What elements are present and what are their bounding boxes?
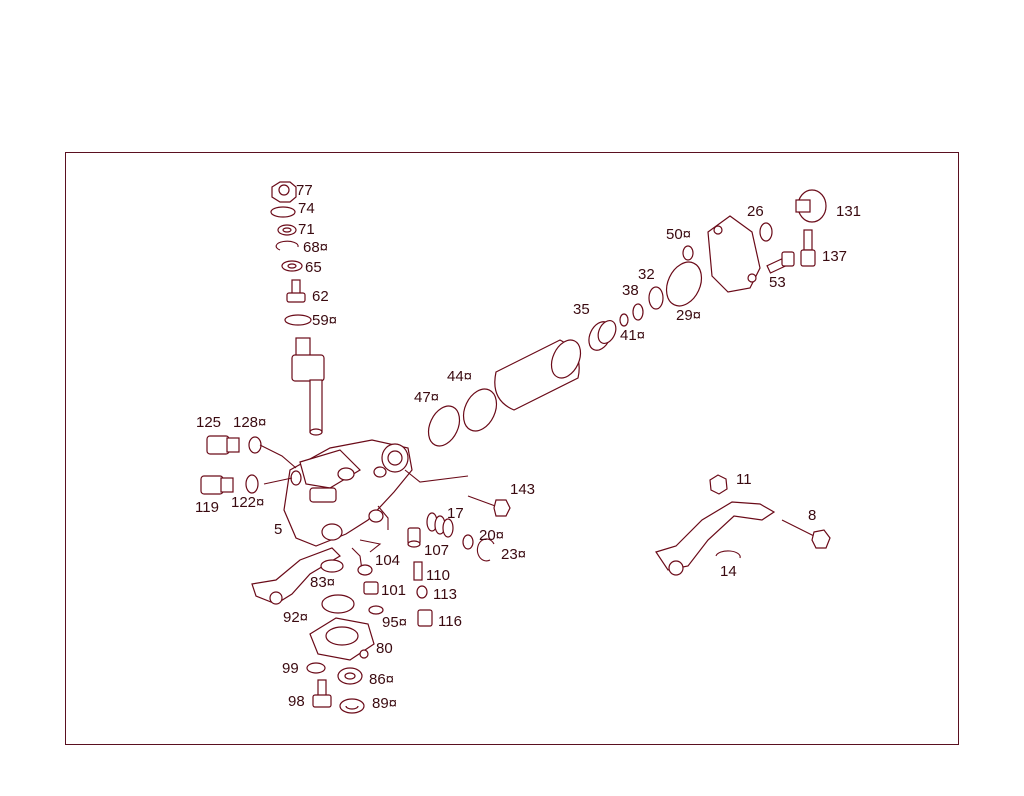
part-119-fitting — [200, 474, 259, 495]
drop-arm — [655, 501, 776, 576]
callout-101: 101 — [381, 582, 406, 599]
callout-92: 92¤ — [283, 609, 308, 626]
part-80-cover — [309, 617, 375, 661]
part-62-bolt — [286, 279, 306, 303]
part-68-snap-ring — [275, 240, 299, 251]
callout-20: 20¤ — [479, 527, 504, 544]
part-89-seal-ring — [339, 698, 365, 714]
diagram-frame — [65, 152, 959, 745]
callout-65: 65 — [305, 259, 322, 276]
part-71-washer — [277, 224, 297, 236]
callout-labels: 77 74 71 68¤ 65 62 59¤ 125 128¤ 119 122¤… — [195, 182, 861, 712]
callout-59: 59¤ — [312, 312, 337, 329]
part-101-nut — [363, 581, 379, 595]
callout-68: 68¤ — [303, 239, 328, 256]
part-125-fitting — [206, 435, 262, 455]
part-65-washer — [281, 260, 303, 272]
callout-47: 47¤ — [414, 389, 439, 406]
part-5-steering-housing — [283, 439, 413, 553]
part-77-cap-nut — [271, 181, 297, 203]
callout-107: 107 — [424, 542, 449, 559]
callout-137: 137 — [822, 248, 847, 265]
part-99-washer — [306, 662, 326, 674]
part-83-ring — [320, 559, 344, 573]
callout-110: 110 — [426, 567, 450, 584]
callout-98: 98 — [288, 693, 305, 710]
part-107-plug — [407, 527, 421, 548]
part-116-screw — [417, 609, 433, 627]
part-137-bolt — [800, 229, 816, 267]
part-20-ring — [462, 534, 474, 550]
part-29-o-ring — [665, 261, 703, 307]
callout-26: 26 — [747, 203, 764, 220]
part-59-seal-ring — [284, 314, 312, 326]
callout-119: 119 — [195, 499, 219, 516]
callout-99: 99 — [282, 660, 299, 677]
part-86-seal — [337, 667, 363, 685]
part-92-o-ring — [321, 594, 355, 614]
part-50-o-ring — [682, 245, 694, 261]
callout-113: 113 — [433, 586, 457, 603]
callout-71: 71 — [298, 221, 315, 238]
callout-86: 86¤ — [369, 671, 394, 688]
part-38-ring — [632, 303, 644, 321]
part-95-washer — [368, 605, 384, 615]
callout-77: 77 — [296, 182, 313, 199]
callout-29: 29¤ — [676, 307, 701, 324]
part-35-piston — [588, 320, 617, 351]
callout-5: 5 — [274, 521, 282, 538]
part-110-bolt — [413, 561, 423, 581]
callout-35: 35 — [573, 301, 590, 318]
callout-74: 74 — [298, 200, 315, 217]
steering-shaft — [291, 337, 325, 436]
part-23-snap-ring — [476, 538, 495, 562]
callout-104: 104 — [375, 552, 400, 569]
part-53-bolt — [766, 251, 795, 274]
callout-80: 80 — [376, 640, 393, 657]
part-74-washer — [270, 206, 296, 218]
callout-89: 89¤ — [372, 695, 397, 712]
part-131-adjuster — [795, 189, 827, 223]
end-cover — [707, 215, 761, 293]
callout-116: 116 — [438, 613, 462, 630]
part-113-washer — [416, 585, 428, 599]
callout-11: 11 — [736, 471, 752, 488]
callout-53: 53 — [769, 274, 786, 291]
callout-83: 83¤ — [310, 574, 335, 591]
callout-17: 17 — [447, 505, 464, 522]
callout-8: 8 — [808, 507, 816, 524]
callout-62: 62 — [312, 288, 329, 305]
part-8-bolt — [781, 519, 831, 549]
part-143-bolt — [467, 495, 511, 517]
part-32-washer — [648, 286, 664, 310]
callout-14: 14 — [720, 563, 737, 580]
callout-38: 38 — [622, 282, 639, 299]
callout-122: 122¤ — [231, 494, 264, 511]
callout-95: 95¤ — [382, 614, 407, 631]
part-11-nut — [709, 474, 728, 495]
part-41-ring — [619, 313, 629, 327]
part-17-spring — [426, 512, 454, 538]
part-104-washer — [357, 564, 373, 576]
callout-131: 131 — [836, 203, 861, 220]
callout-32: 32 — [638, 266, 655, 283]
power-cylinder-sleeve — [494, 339, 582, 411]
callout-143: 143 — [510, 481, 535, 498]
callout-125: 125 — [196, 414, 221, 431]
callout-50: 50¤ — [666, 226, 691, 243]
callout-41: 41¤ — [620, 327, 645, 344]
callout-23: 23¤ — [501, 546, 526, 563]
part-44-ring — [462, 388, 498, 432]
part-98-bolt — [312, 679, 332, 708]
part-14-clip — [715, 550, 741, 559]
part-47-ring — [427, 405, 461, 447]
callout-44: 44¤ — [447, 368, 472, 385]
callout-128: 128¤ — [233, 414, 266, 431]
part-26-washer — [759, 222, 773, 242]
